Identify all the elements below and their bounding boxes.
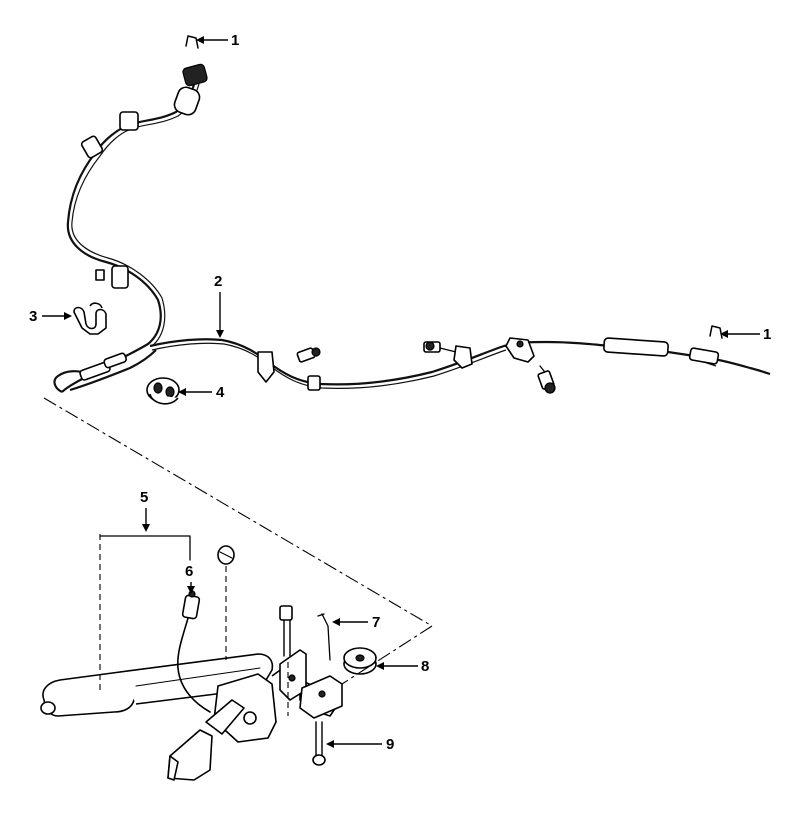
- callout-4: 4: [178, 384, 225, 401]
- svg-text:5: 5: [140, 489, 148, 506]
- callout-8: 8: [376, 658, 429, 675]
- callout-1-top: 1: [196, 32, 239, 49]
- svg-text:3: 3: [29, 308, 37, 325]
- svg-text:7: 7: [372, 614, 380, 631]
- callout-7: 7: [332, 614, 380, 631]
- cable-grommet-part: [146, 377, 180, 405]
- callout-2: 2: [214, 273, 224, 338]
- callout-6: 6: [185, 563, 195, 594]
- parking-brake-cable-assembly: [53, 63, 771, 394]
- callout-5: 5: [99, 489, 191, 561]
- svg-text:1: 1: [231, 32, 239, 49]
- cable-end-pin-marker-right: [709, 325, 723, 339]
- callout-9: 9: [326, 736, 394, 753]
- cable-clip-part: [73, 302, 107, 335]
- svg-text:4: 4: [216, 384, 225, 401]
- svg-text:6: 6: [185, 563, 193, 580]
- callout-3: 3: [29, 308, 72, 325]
- parking-brake-lever-assembly: [40, 545, 377, 781]
- cable-end-pin-marker-top: [185, 35, 199, 49]
- svg-text:1: 1: [763, 326, 771, 343]
- svg-text:2: 2: [214, 273, 222, 290]
- alignment-lines: [43, 397, 433, 716]
- svg-text:9: 9: [386, 736, 394, 753]
- svg-text:8: 8: [421, 658, 429, 675]
- callout-1-right: 1: [720, 326, 771, 343]
